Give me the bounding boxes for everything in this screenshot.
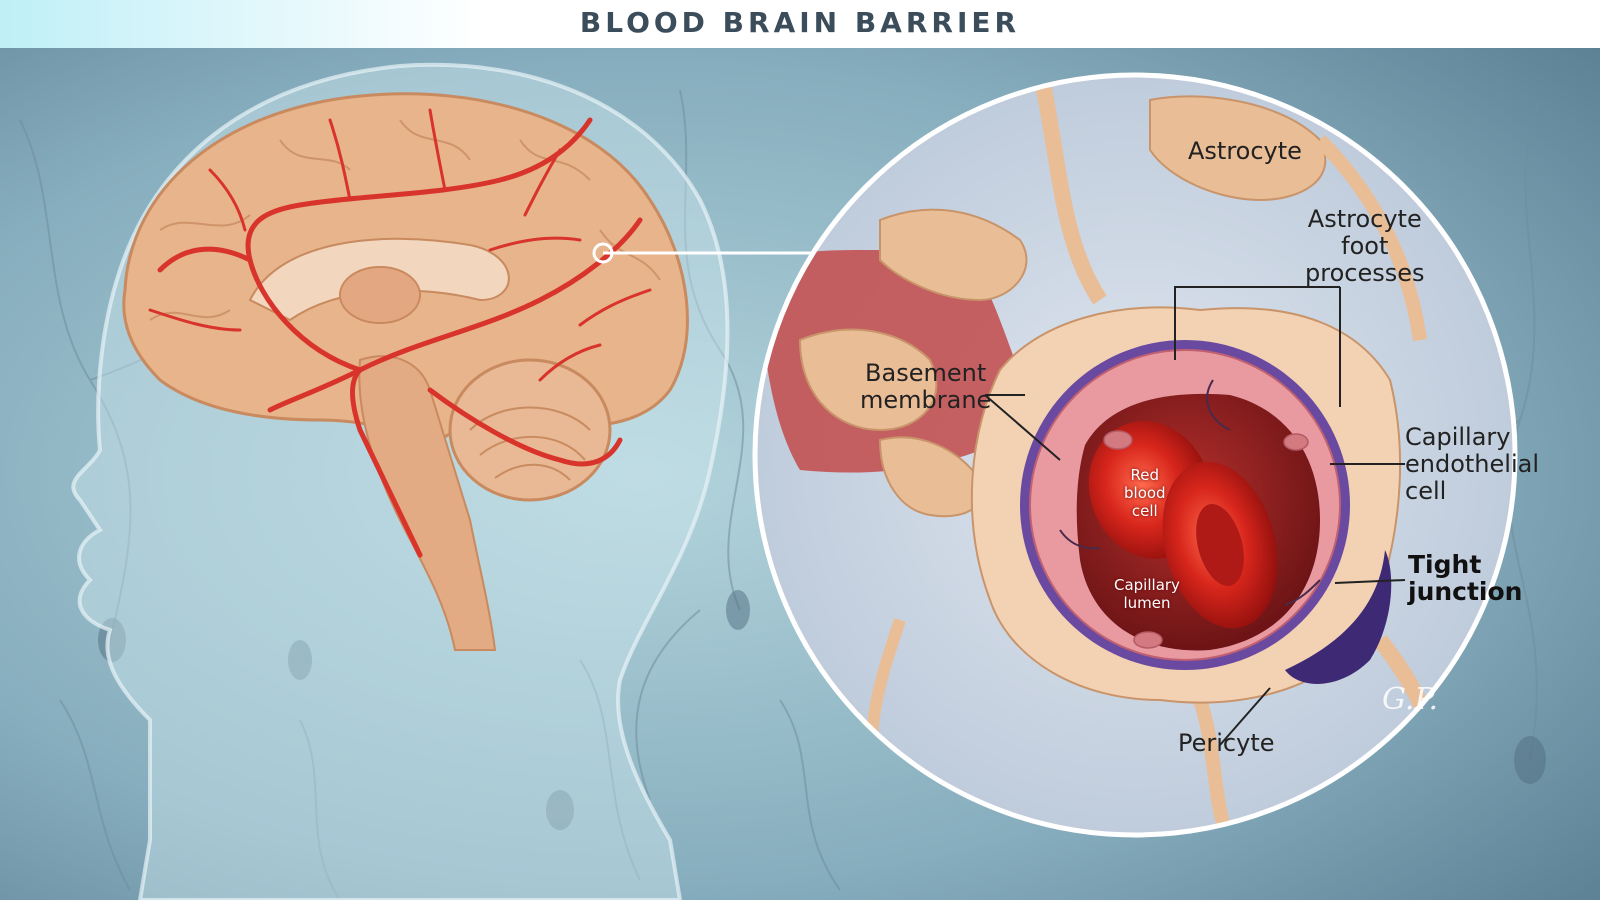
label-capillary-endothelial-cell: Capillary endothelial cell <box>1405 423 1539 505</box>
artist-signature: G.P. <box>1382 682 1439 717</box>
red-blood-cell-dimple <box>1196 504 1244 586</box>
artery-branches <box>148 108 652 382</box>
label-red-blood-cell: Red blood cell <box>1124 466 1166 520</box>
astrocyte-processes <box>798 75 1458 835</box>
pericyte <box>1285 550 1392 684</box>
diagram-title: BLOOD BRAIN BARRIER <box>579 6 1021 39</box>
illustration <box>0 48 1600 900</box>
label-basement-membrane: Basement membrane <box>860 359 992 414</box>
label-capillary-lumen: Capillary lumen <box>1114 576 1180 612</box>
tight-junction-lines <box>1059 379 1321 606</box>
brain <box>122 92 689 651</box>
cerebellum-folia <box>469 406 591 481</box>
zoom-connector <box>592 242 835 264</box>
thalamus <box>339 266 421 324</box>
leader-lines <box>984 286 1406 746</box>
endothelial-nuclei <box>1103 430 1309 649</box>
magnified-view <box>752 72 1518 838</box>
label-tight-junction: Tight junction <box>1408 550 1523 606</box>
title-bar: BLOOD BRAIN BARRIER <box>0 0 1600 48</box>
label-astrocyte-foot-processes: Astrocyte foot processes <box>1305 205 1425 287</box>
label-astrocyte: Astrocyte <box>1188 137 1302 165</box>
label-pericyte: Pericyte <box>1178 729 1275 757</box>
cerebellum <box>448 358 612 502</box>
cerebral-arteries <box>157 117 643 558</box>
